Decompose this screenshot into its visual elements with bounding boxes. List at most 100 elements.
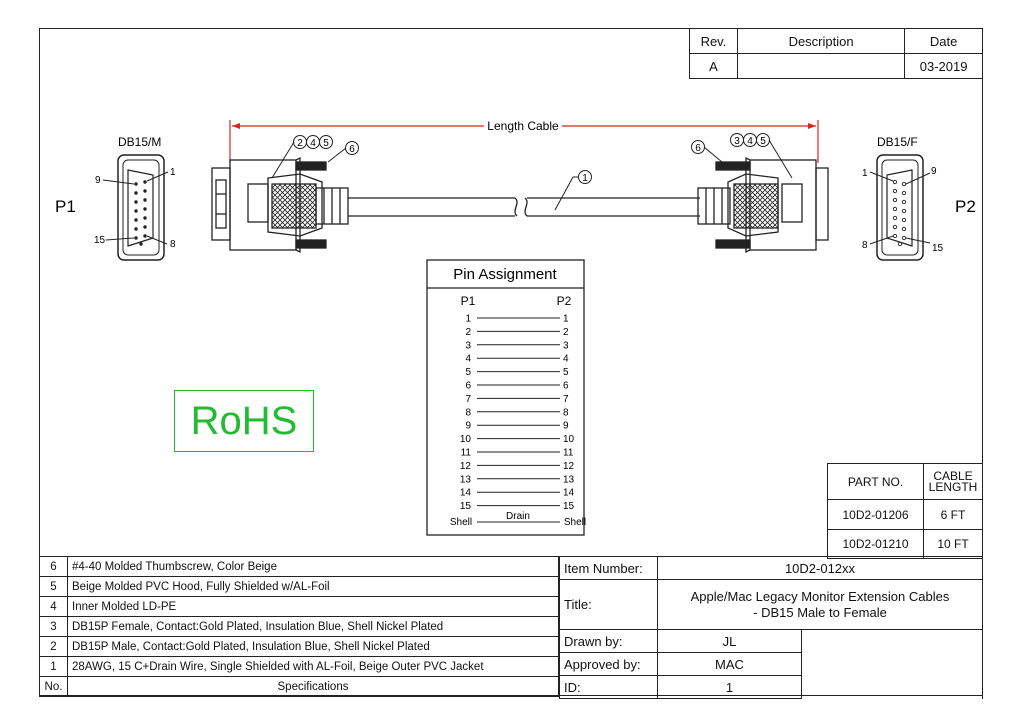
pin-p2-6: 6 [563,381,569,392]
spec-text: Beige Molded PVC Hood, Fully Shielded w/… [67,576,559,597]
callout-right-3: 3 [734,136,740,147]
p2-type-label: DB15/F [877,135,918,149]
id-value: 1 [657,675,802,699]
pin-p1-8: 8 [465,407,471,418]
p1-connector-face: 9 1 15 8 [94,154,176,261]
part-no-1: 10D2-01206 [827,499,924,530]
rev-value: A [689,53,738,79]
spec-no: 3 [39,616,68,637]
right-connector-side [697,156,829,254]
callout-left-4: 4 [310,138,316,149]
spec-text: #4-40 Molded Thumbscrew, Color Beige [67,556,559,577]
date-header: Date [904,28,983,54]
rohs-mark: RoHS [174,390,314,452]
spec-row: 6#4-40 Molded Thumbscrew, Color Beige [39,556,559,577]
part-no-2: 10D2-01210 [827,529,924,559]
title-line-1: Apple/Mac Legacy Monitor Extension Cable… [690,588,950,604]
pin-p1-9: 9 [465,421,471,432]
pin-p2-2: 2 [563,327,569,338]
pin-p1-1: 1 [465,314,471,325]
title-block: Item Number: 10D2-012xx Title: Apple/Mac… [559,556,983,699]
pin-p1-3: 3 [465,340,471,351]
drawn-by-label: Drawn by: [559,629,658,653]
p1-pin-8: 8 [170,239,176,250]
pin-p2-11: 11 [563,448,574,459]
callout-left-5: 5 [323,138,329,149]
item-number-label: Item Number: [559,556,658,580]
p1-pin-9: 9 [95,175,101,186]
length-dimension: Length Cable [229,119,819,163]
title-label: Title: [559,579,658,630]
pin-p1-2: 2 [465,327,471,338]
callout-right-4: 4 [747,136,753,147]
pin-p1-5: 5 [465,367,471,378]
pin-p2-1: 1 [563,314,569,325]
spec-text: DB15P Female, Contact:Gold Plated, Insul… [67,616,559,637]
callout-left-2: 2 [297,138,303,149]
pin-p1-12: 12 [460,461,472,472]
spec-footer: No.Specifications [39,676,559,697]
pin-p1-4: 4 [465,354,471,365]
pin-p1-13: 13 [460,474,472,485]
spec-text: DB15P Male, Contact:Gold Plated, Insulat… [67,636,559,657]
date-value: 03-2019 [904,53,983,79]
callout-cable-1: 1 [582,173,588,184]
pin-col-p2: P2 [557,294,572,308]
cable-length-header: CABLE LENGTH [923,463,983,500]
pin-p2-15: 15 [563,501,575,512]
callout-right-6: 6 [695,143,701,154]
spec-header: Specifications [67,676,559,697]
pin-p2-13: 13 [563,474,575,485]
p2-pin-8: 8 [862,240,868,251]
cable-body [348,197,700,217]
p1-pin-1: 1 [170,167,176,178]
title-block-blank [801,629,983,699]
pin-p2-4: 4 [563,354,569,365]
cable-length-2: 10 FT [923,529,983,559]
pin-p2-8: 8 [563,407,569,418]
spec-no-header: No. [39,676,68,697]
title-value: Apple/Mac Legacy Monitor Extension Cable… [657,579,983,630]
pin-assignment-title: Pin Assignment [453,266,557,283]
pin-p1-7: 7 [465,394,471,405]
spec-text: 28AWG, 15 C+Drain Wire, Single Shielded … [67,656,559,677]
callouts-right: 6 3 4 5 [691,133,793,179]
length-cable-label: Length Cable [487,119,559,133]
approved-by-value: MAC [657,652,802,676]
pin-p2-7: 7 [563,394,569,405]
spec-no: 4 [39,596,68,617]
pin-p2-5: 5 [563,367,569,378]
pin-p2-3: 3 [563,340,569,351]
pin-p1-10: 10 [460,434,472,445]
approved-by-label: Approved by: [559,652,658,676]
callout-left-6: 6 [349,144,355,155]
revision-table: Rev. Description Date A 03-2019 [689,28,983,79]
cable-drawing: P1 P2 DB15/M DB15/F 9 1 15 8 [55,119,976,536]
pin-p1-14: 14 [460,488,472,499]
spec-text: Inner Molded LD-PE [67,596,559,617]
spec-no: 2 [39,636,68,657]
pin-p1-6: 6 [465,381,471,392]
part-no-header: PART NO. [827,463,924,500]
pin-col-p1: P1 [461,294,476,308]
id-label: ID: [559,675,658,699]
callouts-left: 2 4 5 6 [271,135,359,179]
spec-no: 1 [39,656,68,677]
drain-label: Drain [506,511,530,522]
p2-pin-1: 1 [862,168,868,179]
spec-no: 5 [39,576,68,597]
p1-pin-15: 15 [94,235,106,246]
p2-pin-15: 15 [932,243,944,254]
p2-label: P2 [955,197,976,216]
part-number-table: PART NO. CABLE LENGTH 10D2-01206 6 FT 10… [827,463,983,559]
pin-p1-15: 15 [460,501,472,512]
shell-right: Shell [564,517,586,528]
callout-right-5: 5 [760,136,766,147]
pin-p2-10: 10 [563,434,575,445]
item-number-value: 10D2-012xx [657,556,983,580]
